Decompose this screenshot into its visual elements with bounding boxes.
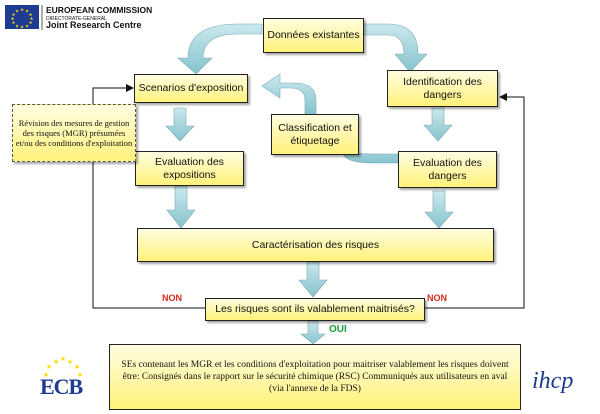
svg-text:★: ★ — [46, 363, 52, 371]
ihcp-logo-text: ihcp — [532, 368, 574, 394]
svg-text:★: ★ — [77, 371, 83, 379]
svg-text:★: ★ — [11, 12, 15, 18]
arrow-identification-to-eval-dangers — [423, 107, 453, 142]
svg-text:★: ★ — [25, 24, 29, 30]
svg-text:★: ★ — [74, 363, 80, 371]
svg-text:★: ★ — [28, 12, 32, 18]
box-scenarios-exposition: Scenarios d'exposition — [134, 74, 248, 103]
arrow-scenarios-to-eval-expo — [165, 107, 195, 142]
svg-text:★: ★ — [43, 371, 49, 379]
eu-flag-icon: ★★★ ★★★ ★★★ ★★★ — [5, 5, 39, 31]
label-non-left: NON — [162, 293, 182, 303]
svg-text:★: ★ — [53, 358, 59, 366]
svg-text:★: ★ — [20, 25, 24, 31]
arrow-eval-dangers-to-caracterisation — [424, 190, 454, 229]
arrow-question-to-conclusion — [300, 320, 326, 345]
svg-text:★: ★ — [60, 355, 66, 363]
box-revision-mesures: Révision des mesures de gestion des risq… — [12, 104, 136, 162]
box-conclusion: SEs contenant les MGR et les conditions … — [109, 344, 521, 410]
arrow-eval-expo-to-caracterisation — [166, 185, 196, 229]
svg-text:★: ★ — [20, 7, 24, 13]
feedback-line-left — [92, 84, 205, 309]
box-caracterisation-risques: Caractérisation des risques — [137, 228, 494, 262]
arrow-classification-to-scenarios — [261, 73, 317, 115]
header-commission: EUROPEAN COMMISSION — [46, 5, 153, 15]
box-identification-dangers: Identification des dangers — [387, 70, 498, 107]
arrow-caracterisation-to-question — [298, 261, 328, 298]
ecb-logo-icon: ★★★ ★★ ★★ — [43, 355, 83, 379]
svg-text:★: ★ — [28, 20, 32, 26]
box-classification-etiquetage: Classification et étiquetage — [271, 114, 359, 155]
svg-text:★: ★ — [25, 9, 29, 15]
label-non-right: NON — [427, 293, 447, 303]
box-evaluation-expositions: Evaluation des expositions — [135, 151, 244, 186]
svg-text:★: ★ — [10, 16, 14, 22]
box-evaluation-dangers: Evaluation des dangers — [398, 151, 497, 188]
box-question-risques: Les risques sont ils valablement maitris… — [205, 298, 425, 321]
arrow-donnees-to-scenarios — [177, 23, 263, 75]
svg-text:★: ★ — [15, 9, 19, 15]
header-centre: Joint Research Centre — [46, 20, 142, 30]
svg-text:★: ★ — [29, 16, 33, 22]
svg-text:★: ★ — [11, 20, 15, 26]
header-directorate: DIRECTORATE-GENERAL — [46, 16, 107, 22]
svg-text:★: ★ — [15, 24, 19, 30]
box-donnees-existantes: Données existantes — [263, 18, 364, 53]
arrow-donnees-to-identification — [362, 23, 428, 73]
svg-text:★: ★ — [67, 358, 73, 366]
ecb-logo-text: ECB — [40, 374, 83, 399]
label-oui: OUI — [329, 324, 347, 335]
feedback-line-right — [425, 93, 525, 309]
